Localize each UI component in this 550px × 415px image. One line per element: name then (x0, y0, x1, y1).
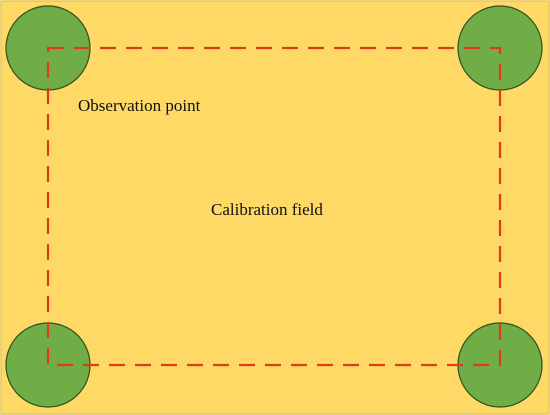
calibration-field-boundary (46, 46, 502, 367)
calibration-field-label: Calibration field (211, 200, 323, 219)
observation-point-label: Observation point (78, 96, 201, 115)
